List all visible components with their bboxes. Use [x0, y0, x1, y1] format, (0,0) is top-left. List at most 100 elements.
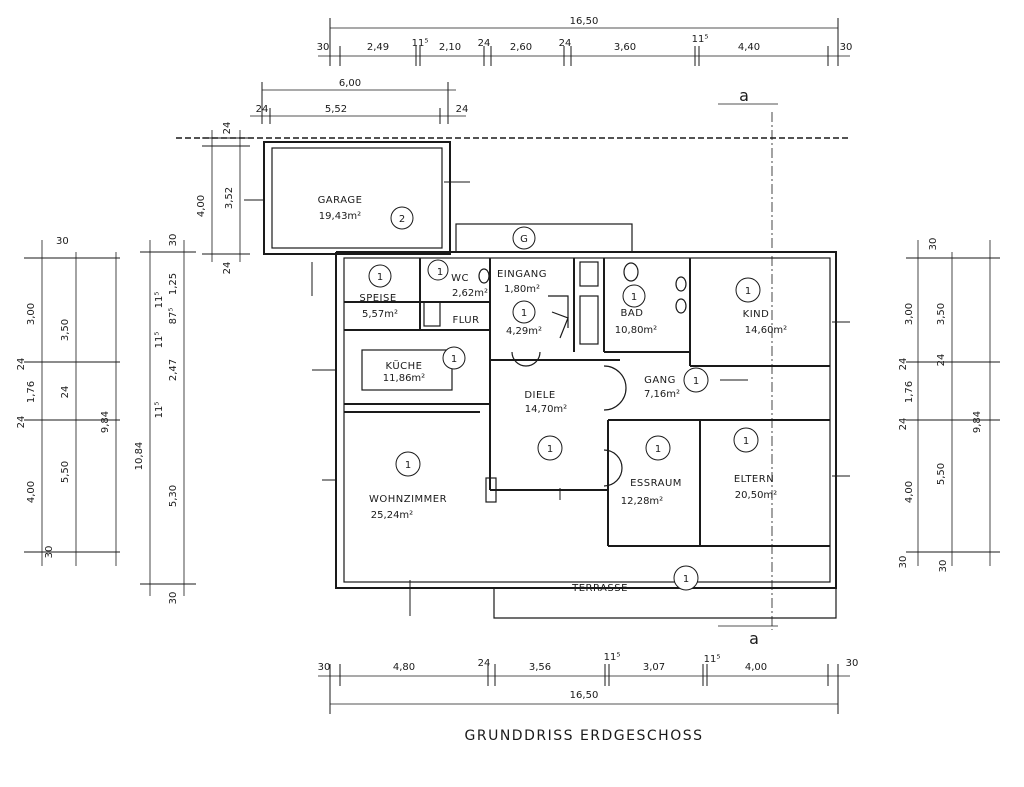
garage-side-3: 24: [222, 262, 233, 275]
section-mark-bottom: a: [718, 625, 778, 648]
room-name: DIELE: [524, 390, 555, 401]
room-marker: 1: [745, 286, 751, 297]
left-outer-6: 30: [44, 546, 55, 559]
top-seg-1: 2,49: [367, 42, 389, 53]
room-area: 25,24m²: [371, 510, 413, 521]
right-outer-0: 30: [928, 238, 939, 251]
room-flur: FLUR 1 4,29m²: [452, 300, 542, 337]
room-name: GARAGE: [318, 195, 363, 206]
room-area: 14,70m²: [525, 404, 567, 415]
top-dimension-chain: 16,50 30 2,49 11⁵ 2,10 24 2,60 24 3,60 1…: [317, 16, 853, 66]
top-seg-8: 11⁵: [692, 34, 709, 45]
left-mid-3: 9,84: [100, 411, 111, 433]
room-kueche: KÜCHE 11,86m² 1: [383, 346, 466, 384]
section-mark-top: a: [718, 86, 778, 105]
room-eltern: 1 ELTERN 20,50m²: [733, 427, 777, 501]
room-marker: 1: [631, 292, 637, 303]
right-mid-2: 5,50: [936, 463, 947, 485]
room-name: TERRASSE: [571, 583, 628, 594]
room-wc: 1 WC 2,62m²: [427, 259, 488, 299]
room-marker: 1: [437, 267, 443, 278]
room-bad: BAD 1 10,80m²: [615, 284, 657, 336]
walls: [244, 112, 850, 630]
room-marker: 1: [547, 444, 553, 455]
left-mid-1: 24: [60, 386, 71, 399]
room-diele: DIELE 14,70m² 1: [524, 390, 567, 461]
right-outer-bottom-30: 30: [938, 560, 949, 573]
left-inner-1: 30: [168, 234, 179, 247]
right-outer-5: 4,00: [904, 481, 915, 503]
garage-total-dim: 6,00: [339, 78, 361, 89]
room-marker: 1: [405, 460, 411, 471]
room-marker: 2: [399, 214, 405, 225]
room-marker: 1: [743, 436, 749, 447]
left-inner-5: 11⁵: [154, 332, 165, 349]
garage-seg-0: 24: [256, 104, 269, 115]
room-area: 19,43m²: [319, 211, 361, 222]
right-dimension-chains: 30 3,00 24 1,76 24 4,00 30 3,50 24 5,50 …: [898, 238, 1000, 573]
garage-side-0: 24: [222, 122, 233, 135]
room-name: ESSRAUM: [630, 478, 682, 489]
right-mid-3: 9,84: [972, 411, 983, 433]
room-name: GANG: [644, 375, 676, 386]
garage-side-1: 4,00: [196, 195, 207, 217]
top-seg-7: 3,60: [614, 42, 636, 53]
room-name: SPEISE: [359, 293, 396, 304]
left-inner-8: 5,30: [168, 485, 179, 507]
top-seg-5: 2,60: [510, 42, 532, 53]
top-seg-6: 24: [559, 38, 572, 49]
garage-seg-1: 5,52: [325, 104, 347, 115]
section-label-top: a: [739, 86, 749, 105]
bottom-seg-5: 3,07: [643, 662, 665, 673]
left-dimension-chains: 30 3,00 24 1,76 24 4,00 30 3,50 24 5,50 …: [16, 234, 196, 604]
bottom-seg-0: 30: [318, 662, 331, 673]
bottom-seg-4: 11⁵: [604, 652, 621, 663]
room-marker: G: [520, 234, 528, 245]
room-name: KÜCHE: [386, 359, 423, 372]
room-marker: 1: [451, 354, 457, 365]
page-title: GRUNDDRISS ERDGESCHOSS: [465, 728, 704, 744]
left-mid-2: 5,50: [60, 461, 71, 483]
room-marker: 1: [377, 272, 383, 283]
bottom-seg-2: 24: [478, 658, 491, 669]
left-outer-5: 4,00: [26, 481, 37, 503]
room-kind: 1 KIND 14,60m²: [735, 277, 787, 336]
top-seg-3: 2,10: [439, 42, 461, 53]
garage-seg-2: 24: [456, 104, 469, 115]
right-mid-1: 24: [936, 354, 947, 367]
room-area: 10,80m²: [615, 325, 657, 336]
top-seg-2: 11⁵: [412, 38, 429, 49]
bottom-total-dim: 16,50: [570, 690, 599, 701]
section-label-bottom: a: [749, 629, 759, 648]
bottom-seg-6: 11⁵: [704, 654, 721, 665]
top-seg-10: 30: [840, 42, 853, 53]
room-terrasse: TERRASSE 1: [571, 565, 699, 594]
right-outer-3: 1,76: [904, 381, 915, 403]
bottom-seg-7: 4,00: [745, 662, 767, 673]
right-outer-1: 3,00: [904, 303, 915, 325]
top-seg-4: 24: [478, 38, 491, 49]
left-mid-0: 3,50: [60, 319, 71, 341]
room-area: 2,62m²: [452, 288, 488, 299]
room-area: 5,57m²: [362, 309, 398, 320]
garage-dimension-chain: 6,00 24 5,52 24: [250, 78, 468, 124]
garage-side-dimension-chain: 24 4,00 3,52 24: [196, 122, 250, 275]
room-speise: 1 SPEISE 5,57m²: [359, 264, 398, 320]
room-area: 7,16m²: [644, 389, 680, 400]
top-seg-9: 4,40: [738, 42, 760, 53]
room-name: BAD: [621, 308, 644, 319]
room-name: KIND: [743, 309, 770, 320]
top-total-dim: 16,50: [570, 16, 599, 27]
left-inner-4: 87⁵: [168, 308, 179, 325]
room-area: 20,50m²: [735, 490, 777, 501]
room-area: 1,80m²: [504, 284, 540, 295]
room-area: 4,29m²: [506, 326, 542, 337]
top-seg-0: 30: [317, 42, 330, 53]
left-inner-3: 11⁵: [154, 292, 165, 309]
left-inner-2: 1,25: [168, 273, 179, 295]
bottom-seg-1: 4,80: [393, 662, 415, 673]
room-marker: 1: [521, 308, 527, 319]
room-marker: 1: [693, 376, 699, 387]
room-eingang: G EINGANG 1,80m²: [497, 226, 547, 295]
